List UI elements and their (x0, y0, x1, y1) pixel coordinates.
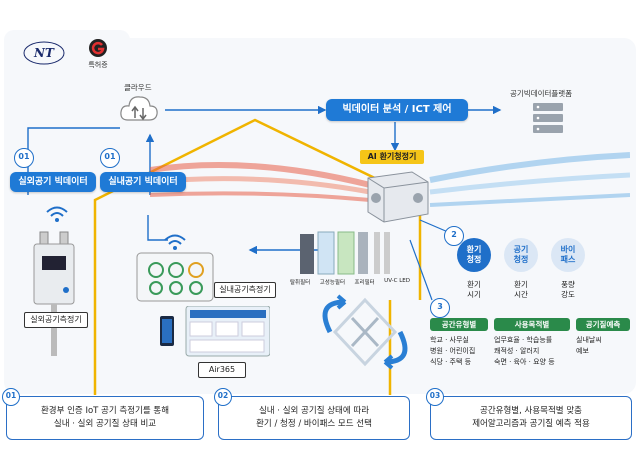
wifi-icon (164, 234, 186, 250)
mode-purify-circle[interactable]: 공기 청정 (504, 238, 538, 272)
filter-labels: 탈취필터 고성능필터 프리필터 UV-C LED (290, 278, 410, 286)
nt-logo-icon: NT (23, 41, 65, 65)
mode-desc: 풍량 강도 (561, 280, 575, 299)
summary-badge-03: 03 (426, 388, 444, 406)
filter-label: UV-C LED (384, 278, 410, 284)
step-badge-01-indoor: 01 (100, 148, 120, 168)
air365-app-screen-icon (160, 306, 270, 357)
category-head: 사용목적별 (494, 318, 570, 331)
indoor-bigdata-button[interactable]: 실내공기 빅데이터 (100, 172, 186, 192)
outdoor-bigdata-button[interactable]: 실외공기 빅데이터 (10, 172, 96, 192)
summary-line: 환기 / 청정 / 바이패스 모드 선택 (256, 419, 372, 429)
air365-label: Air365 (198, 362, 246, 378)
category-column: 공간유형별 학교 · 사무실 병원 · 어린이집 식당 · 주택 등 (430, 318, 488, 368)
control-categories: 공간유형별 학교 · 사무실 병원 · 어린이집 식당 · 주택 등 사용목적별… (430, 318, 630, 368)
category-column: 사용목적별 업무효율 · 학습능률 쾌적성 · 알러지 숙면 · 육아 · 요양… (494, 318, 570, 368)
indoor-meter-device-icon (136, 252, 214, 302)
summary-box-02: 실내 · 실외 공기질 상태에 따라 환기 / 청정 / 바이패스 모드 선택 (218, 396, 410, 440)
summary-box-01: 환경부 인증 IoT 공기 측정기를 통해 실내 · 실외 공기질 상태 비교 (6, 396, 204, 440)
svg-text:NT: NT (33, 46, 55, 60)
step-badge-2: 2 (444, 226, 464, 246)
mode-item[interactable]: 공기 청정 환기 시간 (503, 238, 539, 300)
summary-line: 실내 · 실외 공기질 상태 비교 (53, 419, 157, 429)
server-icon (533, 103, 563, 133)
summary-badge-02: 02 (214, 388, 232, 406)
category-body: 학교 · 사무실 병원 · 어린이집 식당 · 주택 등 (430, 336, 476, 366)
bigdata-ict-button[interactable]: 빅데이터 분석 / ICT 제어 (326, 99, 468, 121)
summary-line: 실내 · 실외 공기질 상태에 따라 (258, 406, 370, 416)
filter-label: 고성능필터 (319, 280, 346, 286)
category-body: 업무효율 · 학습능률 쾌적성 · 알러지 숙면 · 육아 · 요양 등 (494, 336, 555, 366)
platform-label: 공기빅데이터플랫폼 (510, 89, 573, 98)
cloud-label: 클라우드 (124, 83, 152, 92)
mode-selector: 환기 청정 환기 시기 공기 청정 환기 시간 바이 패스 풍량 강도 (456, 238, 586, 300)
step-badge-3: 3 (430, 298, 450, 318)
mode-desc: 환기 시기 (467, 280, 481, 299)
summary-line: 공간유형별, 사용목적별 맞춤 (480, 406, 582, 416)
mode-item[interactable]: 바이 패스 풍량 강도 (550, 238, 586, 300)
certification-label: 특허증 (88, 61, 108, 69)
mode-item[interactable]: 환기 청정 환기 시기 (456, 238, 492, 300)
indoor-meter-label: 실내공기측정기 (214, 282, 276, 298)
mode-ventilate-circle[interactable]: 환기 청정 (457, 238, 491, 272)
diagram-frame (4, 38, 636, 394)
step-badge-01-outdoor: 01 (14, 148, 34, 168)
wifi-icon (46, 206, 68, 222)
cloud-icon (120, 96, 158, 121)
ai-ventilator-device-icon (367, 171, 429, 223)
summary-line: 제어알고리즘과 공기질 예측 적용 (472, 419, 590, 429)
category-column: 공기질예측 실내날씨 예보 (576, 318, 630, 368)
filter-label: 탈취필터 (290, 280, 311, 286)
ai-ventilator-label: AI 환기청정기 (360, 150, 424, 164)
airflow-exchange-icon (322, 294, 408, 370)
patent-logo-icon (89, 39, 107, 57)
category-head: 공간유형별 (430, 318, 488, 331)
category-body: 실내날씨 예보 (576, 336, 602, 355)
outdoor-meter-device-icon (33, 231, 75, 356)
summary-badge-01: 01 (2, 388, 20, 406)
summary-box-03: 공간유형별, 사용목적별 맞춤 제어알고리즘과 공기질 예측 적용 (430, 396, 632, 440)
filter-label: 프리필터 (354, 280, 375, 286)
outdoor-meter-label: 실외공기측정기 (24, 312, 88, 328)
category-head: 공기질예측 (576, 318, 630, 331)
mode-bypass-circle[interactable]: 바이 패스 (551, 238, 585, 272)
mode-desc: 환기 시간 (514, 280, 528, 299)
summary-line: 환경부 인증 IoT 공기 측정기를 통해 (40, 406, 170, 416)
filter-set-icon (300, 231, 390, 275)
